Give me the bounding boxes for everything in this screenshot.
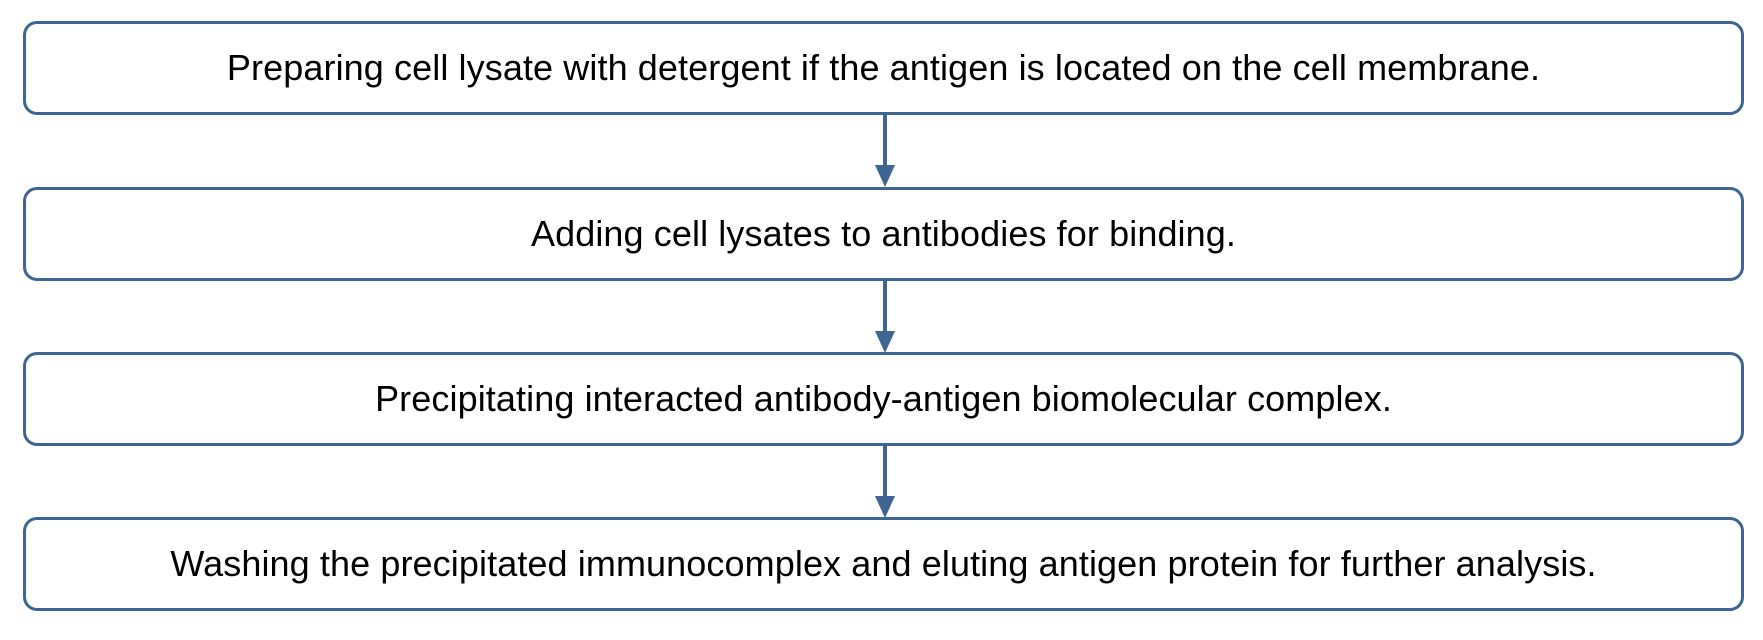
flow-step-4: Washing the precipitated immunocomplex a… [23,517,1744,611]
flow-step-3: Precipitating interacted antibody-antige… [23,352,1744,446]
flow-step-3-label: Precipitating interacted antibody-antige… [375,378,1392,419]
down-arrow-2 [875,281,895,353]
down-arrow-3 [875,446,895,518]
flow-step-1-label: Preparing cell lysate with detergent if … [226,47,1541,88]
flow-step-2-label: Adding cell lysates to antibodies for bi… [530,213,1237,254]
flow-step-4-label: Washing the precipitated immunocomplex a… [170,543,1597,584]
down-arrow-1 [875,115,895,187]
flow-step-2: Adding cell lysates to antibodies for bi… [23,187,1744,281]
flow-step-1: Preparing cell lysate with detergent if … [23,21,1744,115]
